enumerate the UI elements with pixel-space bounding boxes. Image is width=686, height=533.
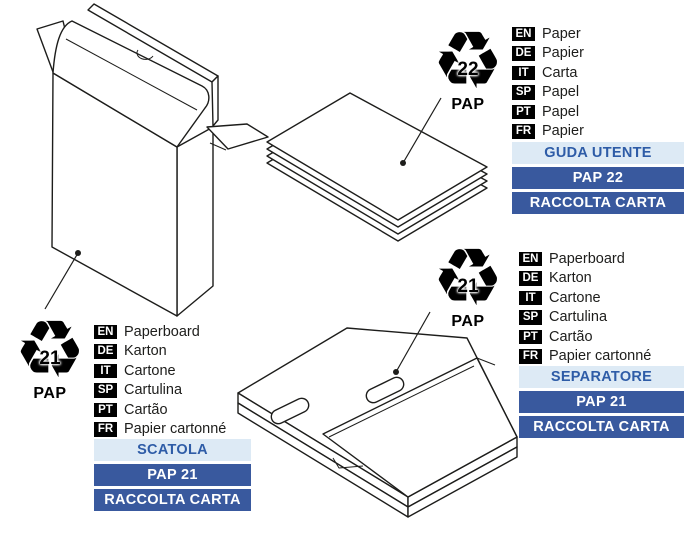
language-row: IT Cartone bbox=[94, 361, 226, 381]
language-tag: DE bbox=[512, 46, 535, 61]
box-illustration bbox=[36, 3, 269, 317]
recycling-symbol-box: ♻ 21 PAP bbox=[10, 303, 90, 403]
language-tag: IT bbox=[519, 290, 542, 305]
language-label: Papel bbox=[542, 103, 580, 120]
language-tag: FR bbox=[94, 422, 117, 437]
recycling-symbol-guide: ♻ 22 PAP bbox=[428, 14, 508, 114]
paper-stack-illustration bbox=[266, 92, 488, 242]
banner-stack-guide: GUDA UTENTE PAP 22 RACCOLTA CARTA bbox=[512, 142, 684, 217]
language-label: Paper bbox=[542, 25, 581, 42]
language-row: DE Papier bbox=[512, 44, 584, 64]
material-code-banner: PAP 22 bbox=[512, 167, 684, 189]
language-list-separator: EN Paperboard DE Karton IT Cartone SP Ca… bbox=[519, 249, 651, 366]
language-row: DE Karton bbox=[519, 269, 651, 289]
recycling-icon: ♻ bbox=[432, 14, 504, 107]
language-list-guide: EN Paper DE Papier IT Carta SP Papel PT … bbox=[512, 24, 584, 141]
recycling-material-code: PAP bbox=[451, 96, 485, 113]
language-row: FR Papier cartonné bbox=[94, 420, 226, 440]
language-tag: FR bbox=[512, 124, 535, 139]
language-label: Cartulina bbox=[549, 309, 608, 326]
language-row: PT Papel bbox=[512, 102, 584, 122]
language-tag: EN bbox=[512, 26, 535, 41]
item-name-banner: GUDA UTENTE bbox=[512, 142, 684, 164]
language-row: EN Paper bbox=[512, 24, 584, 44]
separator-illustration bbox=[237, 311, 518, 518]
language-label: Cartulina bbox=[124, 382, 183, 399]
language-tag: IT bbox=[512, 65, 535, 80]
language-label: Papier bbox=[542, 123, 584, 140]
language-row: SP Cartulina bbox=[519, 308, 651, 328]
recycling-code-number: 21 bbox=[39, 348, 61, 369]
language-label: Cartone bbox=[549, 289, 601, 306]
language-label: Cartone bbox=[124, 362, 176, 379]
banner-stack-separator: SEPARATORE PAP 21 RACCOLTA CARTA bbox=[519, 366, 684, 441]
recycling-icon: ♻ bbox=[14, 303, 86, 396]
language-tag: PT bbox=[512, 104, 535, 119]
language-row: EN Paperboard bbox=[94, 322, 226, 342]
language-label: Papier bbox=[542, 45, 584, 62]
language-label: Carta bbox=[542, 64, 578, 81]
language-tag: SP bbox=[94, 383, 117, 398]
language-tag: DE bbox=[94, 344, 117, 359]
language-label: Papel bbox=[542, 84, 580, 101]
language-row: EN Paperboard bbox=[519, 249, 651, 269]
item-name-banner: SEPARATORE bbox=[519, 366, 684, 388]
disposal-banner: RACCOLTA CARTA bbox=[94, 489, 251, 511]
language-row: PT Cartão bbox=[94, 400, 226, 420]
language-row: IT Cartone bbox=[519, 288, 651, 308]
language-tag: SP bbox=[519, 310, 542, 325]
language-label: Karton bbox=[549, 270, 592, 287]
disposal-banner: RACCOLTA CARTA bbox=[519, 416, 684, 438]
disposal-banner: RACCOLTA CARTA bbox=[512, 192, 684, 214]
language-tag: DE bbox=[519, 271, 542, 286]
recycling-symbol-separator: ♻ 21 PAP bbox=[428, 231, 508, 331]
language-row: SP Papel bbox=[512, 83, 584, 103]
language-tag: EN bbox=[519, 251, 542, 266]
recycling-code-number: 21 bbox=[457, 276, 479, 297]
language-label: Cartão bbox=[549, 328, 593, 345]
language-row: DE Karton bbox=[94, 342, 226, 362]
language-tag: PT bbox=[519, 329, 542, 344]
language-label: Paperboard bbox=[549, 250, 625, 267]
item-name-banner: SCATOLA bbox=[94, 439, 251, 461]
language-row: PT Cartão bbox=[519, 327, 651, 347]
language-row: FR Papier bbox=[512, 122, 584, 142]
language-row: IT Carta bbox=[512, 63, 584, 83]
language-label: Papier cartonné bbox=[124, 421, 227, 438]
language-label: Cartão bbox=[124, 401, 168, 418]
recycling-code-number: 22 bbox=[457, 59, 479, 80]
material-code-banner: PAP 21 bbox=[94, 464, 251, 486]
recycling-icon: ♻ bbox=[432, 231, 504, 324]
language-tag: SP bbox=[512, 85, 535, 100]
language-label: Paperboard bbox=[124, 323, 200, 340]
language-label: Papier cartonné bbox=[549, 348, 652, 365]
language-tag: PT bbox=[94, 402, 117, 417]
language-tag: IT bbox=[94, 363, 117, 378]
language-label: Karton bbox=[124, 343, 167, 360]
material-code-banner: PAP 21 bbox=[519, 391, 684, 413]
language-row: FR Papier cartonné bbox=[519, 347, 651, 367]
recycling-material-code: PAP bbox=[451, 313, 485, 330]
banner-stack-box: SCATOLA PAP 21 RACCOLTA CARTA bbox=[94, 439, 251, 514]
language-row: SP Cartulina bbox=[94, 381, 226, 401]
language-list-box: EN Paperboard DE Karton IT Cartone SP Ca… bbox=[94, 322, 226, 439]
recycling-material-code: PAP bbox=[33, 385, 67, 402]
language-tag: FR bbox=[519, 349, 542, 364]
language-tag: EN bbox=[94, 324, 117, 339]
